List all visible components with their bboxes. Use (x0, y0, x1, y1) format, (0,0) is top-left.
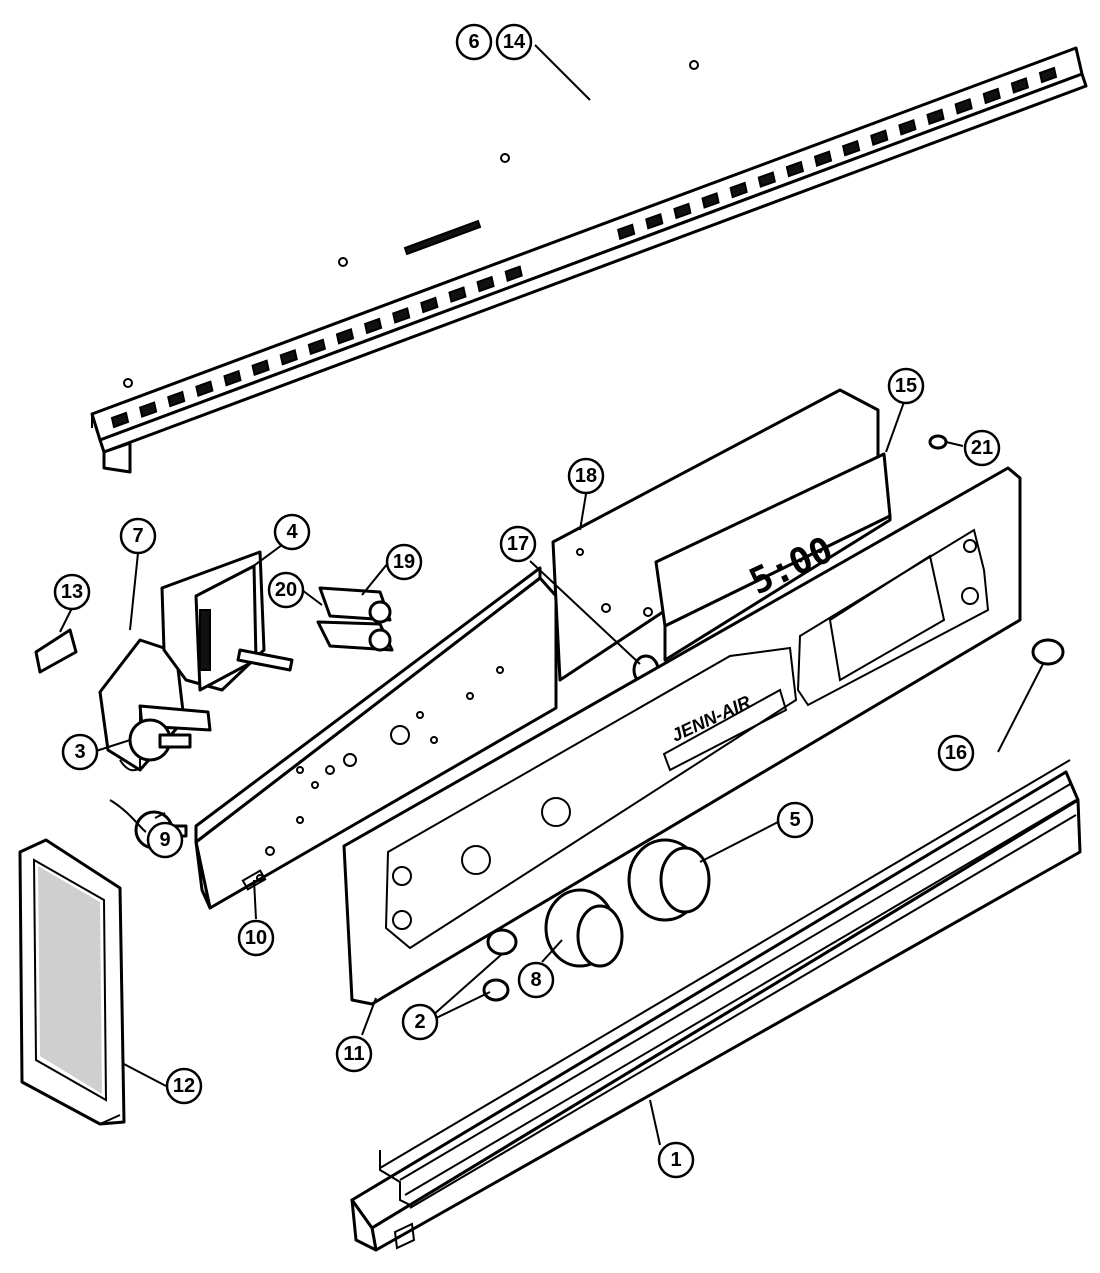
svg-text:7: 7 (132, 525, 143, 547)
callout-14: 14 (495, 23, 533, 61)
vent-trim-rail (90, 46, 1088, 474)
svg-text:3: 3 (74, 741, 85, 763)
vent-slot (841, 139, 861, 157)
indicator-lamps (316, 586, 394, 652)
callout-10: 10 (237, 919, 275, 957)
vent-slot (1010, 77, 1030, 94)
callout-16: 16 (937, 734, 975, 772)
svg-text:15: 15 (895, 375, 917, 397)
screw (928, 434, 948, 450)
callout-20: 20 (267, 571, 305, 609)
svg-text:19: 19 (393, 551, 415, 573)
svg-text:4: 4 (286, 521, 298, 543)
rotary-control (119, 718, 192, 772)
svg-text:14: 14 (503, 31, 526, 53)
control-knob-large (627, 838, 711, 922)
vent-slot (504, 265, 523, 282)
vent-slot (307, 338, 327, 356)
vent-slot (167, 390, 186, 408)
callout-15: 15 (887, 367, 925, 405)
vent-slot (279, 348, 298, 366)
callout-12: 12 (165, 1067, 203, 1105)
svg-text:1: 1 (670, 1149, 681, 1171)
vent-slot (926, 108, 945, 126)
vent-slot (138, 401, 158, 418)
callout-4: 4 (273, 513, 311, 551)
vent-slot (785, 160, 805, 178)
callout-19: 19 (385, 543, 423, 581)
small-knob (1031, 638, 1065, 666)
bushings (482, 928, 518, 1002)
callout-labels: 6 14 15 21 18 17 7 4 19 20 13 (53, 23, 1001, 1179)
svg-text:8: 8 (530, 969, 541, 991)
callout-8: 8 (517, 961, 555, 999)
svg-text:2: 2 (414, 1011, 425, 1033)
bottom-extrusion-rail (350, 759, 1082, 1252)
svg-text:10: 10 (245, 927, 267, 949)
svg-text:17: 17 (507, 533, 529, 555)
callout-5: 5 (776, 801, 814, 839)
svg-text:12: 12 (173, 1075, 195, 1097)
vent-slot (701, 192, 720, 209)
control-bracket (194, 566, 558, 910)
svg-text:6: 6 (468, 31, 479, 53)
vent-slot (363, 317, 383, 335)
vent-slot (870, 129, 889, 147)
callout-6: 6 (455, 23, 493, 61)
terminal-clip (34, 628, 78, 674)
svg-text:16: 16 (945, 742, 967, 764)
vent-slot (757, 171, 776, 188)
vent-slot (645, 213, 664, 230)
vent-slot (392, 307, 411, 324)
selector-switch (160, 550, 294, 692)
leader-lines (59, 44, 1044, 1146)
svg-text:20: 20 (275, 579, 297, 601)
vent-slot (420, 296, 439, 314)
control-knob-small (544, 888, 624, 968)
callout-21: 21 (963, 429, 1001, 467)
front-control-panel: JENN-AIR (342, 466, 1022, 1006)
svg-text:13: 13 (61, 581, 83, 603)
vent-slot (476, 275, 495, 293)
callout-3: 3 (61, 733, 99, 771)
callout-9: 9 (146, 821, 184, 859)
vent-slot (617, 223, 636, 241)
vent-slot (729, 181, 748, 199)
callout-7: 7 (119, 517, 157, 555)
vent-slot (673, 202, 692, 220)
end-cap-panel (18, 838, 126, 1126)
vent-slot (195, 380, 214, 397)
svg-text:5: 5 (789, 809, 800, 831)
callout-2: 2 (401, 1003, 439, 1041)
vent-slot (223, 369, 242, 387)
svg-text:18: 18 (575, 465, 597, 487)
svg-text:11: 11 (343, 1043, 364, 1065)
vent-slot (813, 150, 833, 167)
vent-slot (1038, 66, 1058, 84)
svg-text:21: 21 (971, 437, 993, 459)
callout-17: 17 (499, 525, 537, 563)
callout-18: 18 (567, 457, 605, 495)
callout-11: 11 (335, 1035, 373, 1073)
vent-slot (982, 87, 1001, 105)
vent-slot (251, 359, 270, 377)
svg-text:9: 9 (159, 829, 170, 851)
vent-slots (110, 66, 1058, 429)
vent-slot (110, 411, 130, 429)
clock-display-module: 5:00 (654, 452, 892, 662)
vent-slot (335, 328, 355, 345)
vent-slot (898, 118, 917, 136)
callout-1: 1 (657, 1141, 695, 1179)
callout-13: 13 (53, 573, 91, 611)
vent-slot (954, 98, 973, 115)
vent-slot (448, 286, 467, 303)
